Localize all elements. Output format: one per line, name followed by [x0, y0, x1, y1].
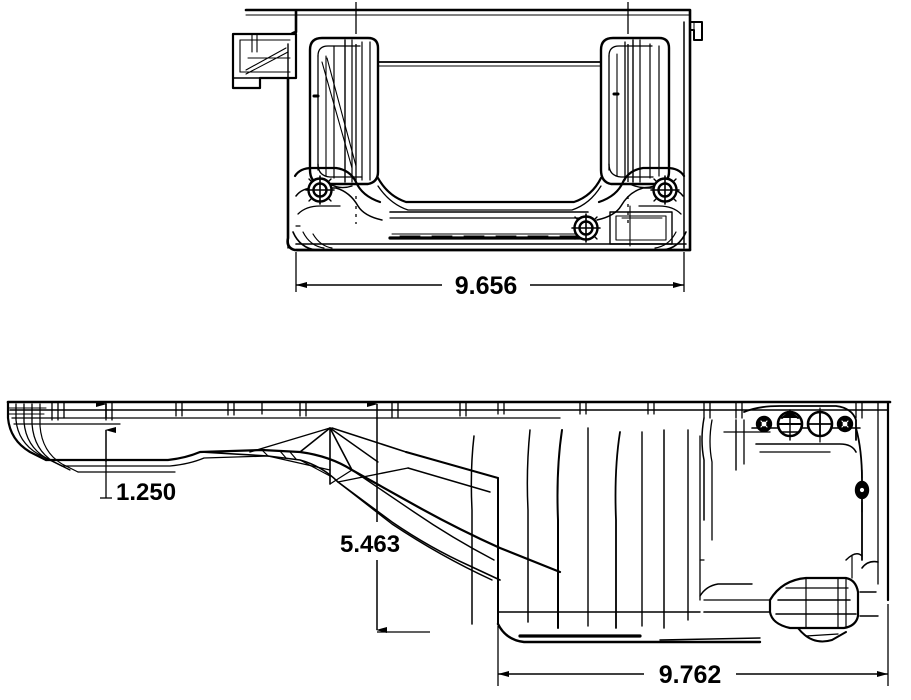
port-hole-small-left	[755, 415, 773, 433]
bolt-boss-left	[305, 175, 335, 205]
port-hole-large-right	[806, 407, 834, 443]
eyelet-hole	[854, 469, 870, 513]
dimension-label-5463: 5.463	[340, 531, 400, 558]
end-view-centerlines	[355, 2, 629, 224]
dimension-9656	[295, 252, 685, 292]
port-hole-large-left	[776, 409, 804, 441]
dimension-label-9656: 9.656	[455, 272, 518, 300]
end-view-geometry	[231, 8, 703, 252]
dimension-label-9762: 9.762	[659, 661, 722, 689]
dimension-1250	[96, 401, 116, 499]
side-view-geometry	[6, 400, 892, 644]
bolt-boss-right	[650, 175, 680, 205]
dimension-9762	[497, 604, 889, 686]
dimension-5463	[367, 401, 430, 633]
bolt-boss-lower	[571, 213, 601, 243]
port-hole-small-right	[836, 415, 854, 433]
dimension-label-1250: 1.250	[116, 479, 176, 506]
